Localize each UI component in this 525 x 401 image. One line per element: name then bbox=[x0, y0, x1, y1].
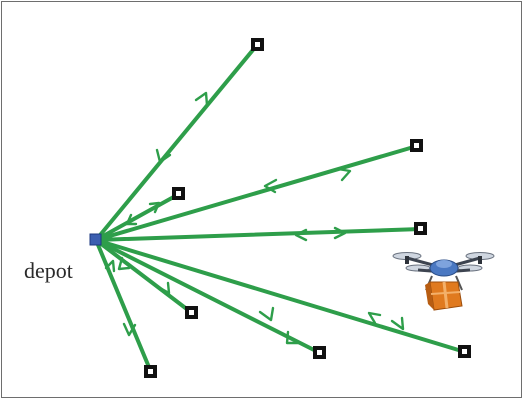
arrow-outbound bbox=[158, 281, 171, 295]
arrow-inbound bbox=[263, 178, 278, 194]
quadcopter-drone-icon bbox=[392, 252, 495, 311]
arrow-outbound bbox=[122, 322, 137, 337]
customer-node bbox=[458, 345, 471, 358]
arrow-outbound bbox=[148, 201, 161, 214]
route-edge bbox=[94, 238, 153, 374]
depot-label: depot bbox=[24, 258, 73, 283]
customer-node bbox=[414, 222, 427, 235]
arrow-inbound bbox=[285, 330, 300, 345]
arrow-outbound bbox=[333, 226, 347, 240]
route-lines bbox=[94, 43, 467, 374]
arrow-inbound bbox=[117, 256, 131, 271]
customer-node bbox=[144, 365, 157, 378]
customer-node bbox=[313, 346, 326, 359]
arrow-inbound bbox=[104, 259, 116, 273]
customer-node bbox=[410, 139, 423, 152]
arrow-inbound bbox=[294, 228, 308, 242]
arrow-outbound bbox=[390, 316, 405, 331]
route-edge bbox=[94, 238, 194, 315]
customer-node bbox=[172, 187, 185, 200]
arrow-outbound bbox=[336, 167, 352, 182]
arrow-outbound bbox=[258, 306, 275, 322]
route-edge bbox=[94, 192, 181, 242]
route-edge bbox=[94, 43, 259, 242]
package-box-icon bbox=[425, 281, 463, 311]
arrow-inbound bbox=[125, 213, 138, 226]
arrow-inbound bbox=[155, 148, 172, 164]
customer-nodes bbox=[144, 38, 471, 378]
route-edge bbox=[94, 144, 419, 242]
arrow-outbound bbox=[194, 91, 209, 107]
arrow-inbound bbox=[367, 311, 382, 325]
route-edge bbox=[94, 227, 423, 242]
customer-node bbox=[185, 306, 198, 319]
direction-arrows bbox=[104, 91, 405, 345]
route-edge bbox=[94, 238, 322, 355]
route-edge bbox=[94, 238, 467, 354]
customer-node bbox=[251, 38, 264, 51]
depot-node bbox=[89, 233, 102, 246]
